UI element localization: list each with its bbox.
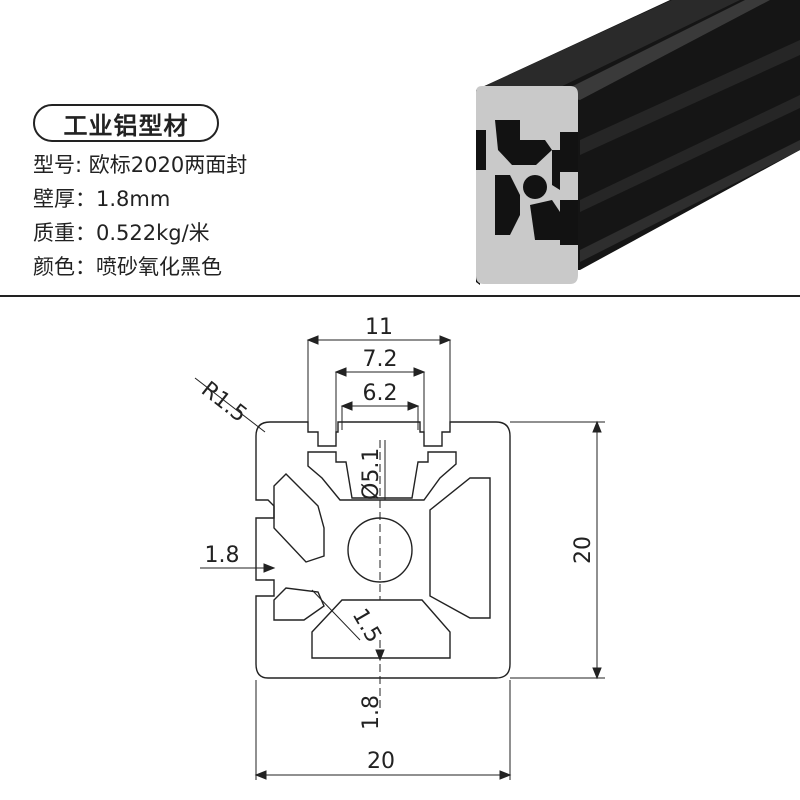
bottom-cavity	[311, 599, 451, 659]
dim-slot-outer: 11	[365, 315, 393, 340]
dim-wall-left: 1.8	[205, 543, 240, 568]
dimension-lines	[194, 335, 605, 780]
product-header: 工业铝型材 型号: 欧标2020两面封 壁厚：1.8mm 质重：0.522kg/…	[0, 0, 800, 296]
dim-corner-radius: R1.5	[196, 377, 251, 428]
right-upper-void	[429, 477, 491, 619]
spec-list: 型号: 欧标2020两面封 壁厚：1.8mm 质重：0.522kg/米 颜色：喷…	[33, 148, 247, 284]
dim-wall-bottom: 1.8	[359, 695, 384, 730]
section-divider	[0, 295, 800, 297]
cross-section-drawing: 11 7.2 6.2 R1.5 Ø5.1 1.8 1.5 1.8 20 20	[194, 315, 605, 780]
dim-width: 20	[367, 749, 395, 774]
left-lower-void	[273, 587, 325, 621]
spec-wall-thickness: 壁厚：1.8mm	[33, 187, 171, 211]
spec-weight: 质重：0.522kg/米	[33, 221, 210, 245]
top-cavity	[307, 451, 457, 501]
profile-end-face	[476, 86, 578, 284]
dim-bore: Ø5.1	[359, 448, 384, 500]
left-upper-void	[273, 473, 325, 563]
product-title: 工业铝型材	[33, 104, 219, 142]
profile-photo	[476, 0, 800, 285]
dim-height: 20	[571, 536, 596, 564]
dim-slot-inner: 6.2	[363, 381, 398, 406]
dim-slot-mid: 7.2	[363, 347, 398, 372]
spec-color: 颜色：喷砂氧化黑色	[33, 255, 222, 279]
spec-model: 型号: 欧标2020两面封	[33, 153, 248, 177]
